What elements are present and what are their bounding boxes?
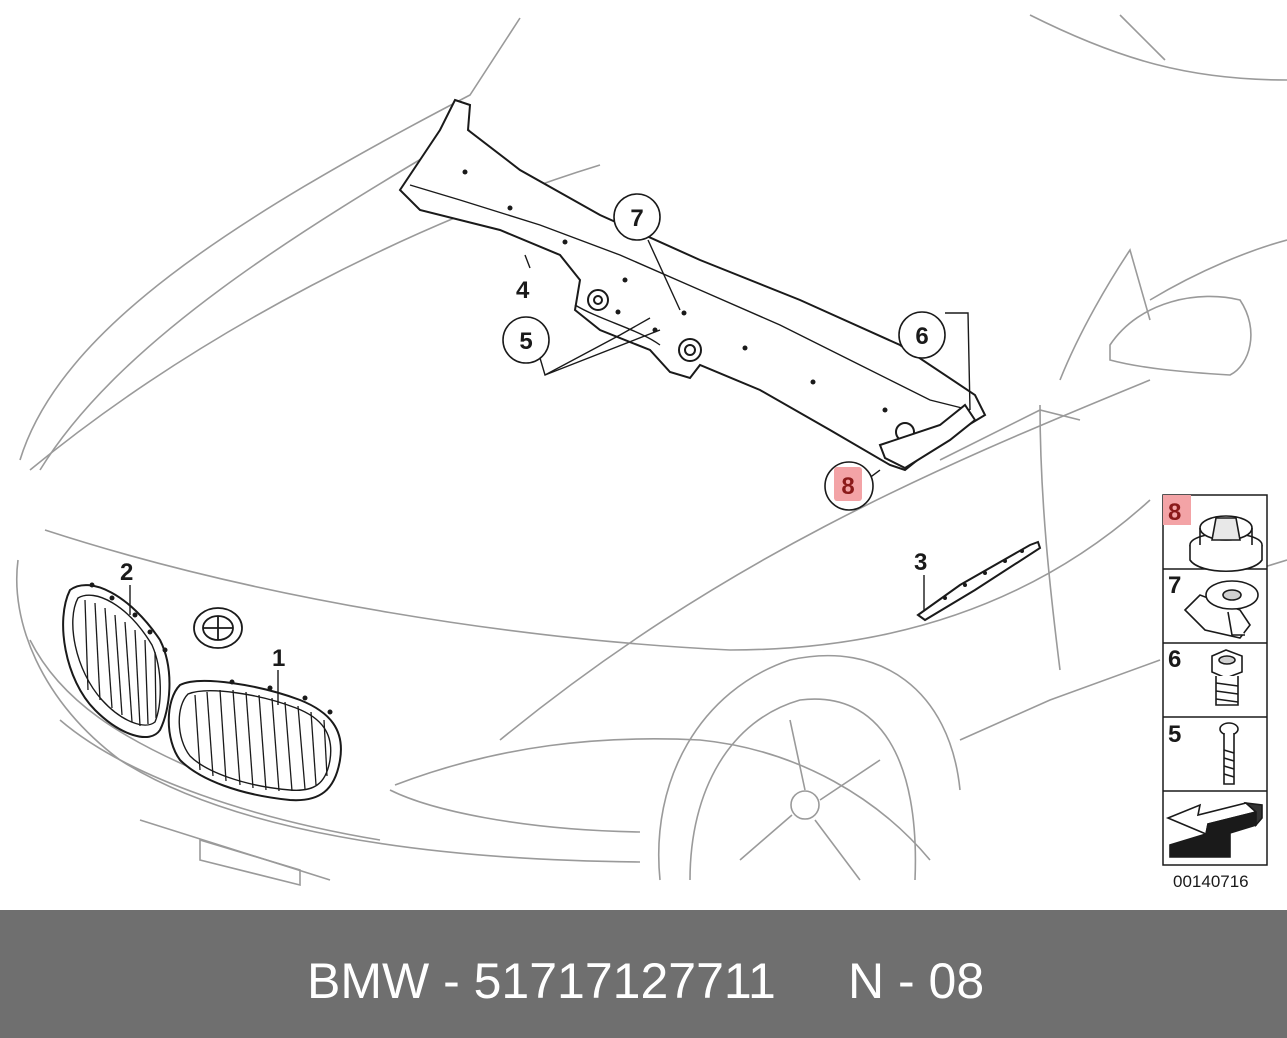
side-trim [916,540,1042,622]
svg-text:5: 5 [519,328,532,355]
svg-text:1: 1 [272,645,285,672]
screw-icon [1219,722,1239,785]
svg-text:7: 7 [630,205,643,232]
hex-bolt-icon [1211,649,1243,706]
legend-item-8: 8 [1163,495,1263,573]
direction-arrow-icon [1165,801,1263,858]
callout-8: 8 [824,461,874,511]
expanding-nut-icon [1183,580,1259,639]
parts-diagram: 1 2 3 4 5 6 7 8 8 [16,14,1287,891]
svg-text:6: 6 [1168,646,1181,673]
car-body-outline [16,14,1287,887]
callout-1: 1 [272,645,285,672]
svg-text:4: 4 [516,277,530,304]
callout-2: 2 [120,559,133,586]
callout-6: 6 [898,311,946,359]
legend-item-5: 5 [1168,721,1239,785]
callout-7: 7 [613,193,661,241]
kidney-grille-right [167,679,342,802]
svg-text:7: 7 [1168,572,1181,599]
kidney-grille-left [62,582,171,739]
svg-text:8: 8 [841,473,854,500]
diagram-code: 00140716 [1173,872,1249,891]
footer-reference: N - 08 [848,953,985,1009]
footer-bar: BMW - 51717127711 N - 08 [0,910,1287,1038]
parts-legend: 8 7 6 [1162,494,1268,866]
svg-text:3: 3 [914,549,927,576]
legend-item-6: 6 [1168,646,1243,706]
svg-text:5: 5 [1168,721,1181,748]
callout-4: 4 [516,277,530,304]
svg-text:2: 2 [120,559,133,586]
cowl-panel [398,98,987,472]
callout-3: 3 [914,549,927,576]
footer-part-number: BMW - 51717127711 [307,953,776,1009]
svg-text:8: 8 [1168,499,1181,526]
bmw-badge-icon [193,607,243,649]
callout-5: 5 [502,316,550,364]
svg-text:6: 6 [915,323,928,350]
legend-item-7: 7 [1168,572,1259,639]
clip-nut-icon [1189,515,1263,573]
